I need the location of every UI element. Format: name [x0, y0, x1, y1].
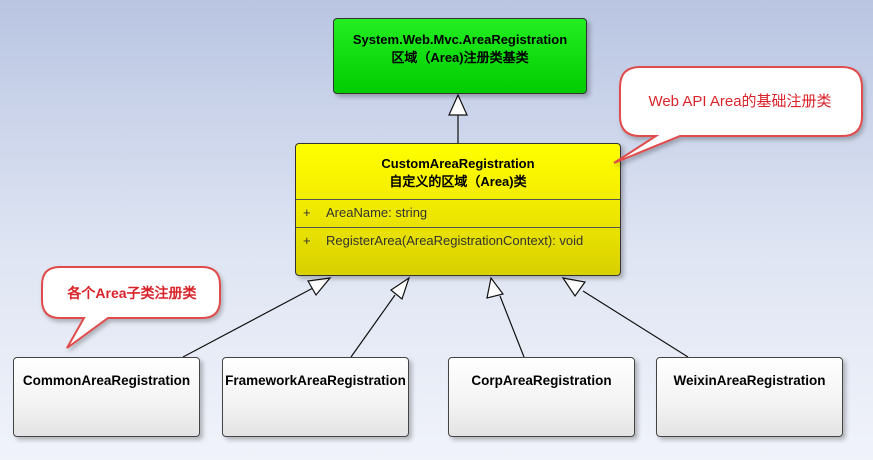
base-class-description: 区域（Area)注册类基类	[391, 50, 529, 65]
weixin-to-custom-arrowhead	[561, 277, 587, 298]
subclass-name: CommonAreaRegistration	[22, 373, 191, 388]
common-area-registration-box[interactable]: CommonAreaRegistration	[13, 357, 200, 437]
attribute-visibility: +	[303, 205, 311, 220]
attribute-areaname: AreaName: string	[326, 205, 428, 220]
base-class-box[interactable]: System.Web.Mvc.AreaRegistration 区域（Area)…	[333, 18, 587, 94]
framework-area-registration-box[interactable]: FrameworkAreaRegistration	[222, 357, 409, 437]
common-to-custom-arrowhead	[307, 277, 332, 297]
custom-class-header: CustomAreaRegistration 自定义的区域（Area)类	[296, 144, 620, 200]
corp-to-custom-line	[499, 295, 525, 358]
operation-visibility: +	[303, 233, 311, 248]
subclass-name: CorpAreaRegistration	[471, 373, 612, 388]
weixin-area-registration-box[interactable]: WeixinAreaRegistration	[656, 357, 843, 437]
subclass-name: FrameworkAreaRegistration	[225, 373, 406, 388]
custom-class-description: 自定义的区域（Area)类	[389, 174, 527, 189]
custom-class-box[interactable]: CustomAreaRegistration 自定义的区域（Area)类 + A…	[295, 143, 621, 276]
callout-left-bubble	[41, 266, 221, 349]
weixin-to-custom-line	[582, 290, 689, 358]
corp-to-custom-arrowhead	[486, 276, 505, 299]
framework-to-custom-arrowhead	[389, 276, 411, 301]
subclass-name: WeixinAreaRegistration	[673, 373, 826, 388]
operation-registerarea: RegisterArea(AreaRegistrationContext): v…	[326, 233, 584, 248]
custom-class-operations: + RegisterArea(AreaRegistrationContext):…	[296, 228, 620, 256]
corp-area-registration-box[interactable]: CorpAreaRegistration	[448, 357, 635, 437]
custom-to-base-arrowhead	[448, 93, 468, 116]
custom-class-name: CustomAreaRegistration	[381, 156, 535, 171]
base-class-name: System.Web.Mvc.AreaRegistration	[352, 32, 568, 47]
callout-right-bubble	[613, 66, 863, 164]
callout-right-text: Web API Area的基础注册类	[648, 93, 832, 110]
framework-to-custom-line	[350, 294, 396, 358]
callout-left-text: 各个Area子类注册类	[67, 285, 197, 301]
custom-class-attributes: + AreaName: string	[296, 200, 620, 228]
